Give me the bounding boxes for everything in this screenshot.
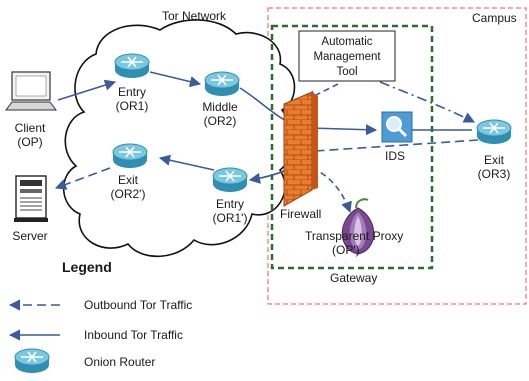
campus-label: Campus: [472, 11, 517, 25]
tor-network-label: Tor Network: [162, 9, 227, 23]
client-sub-label: (OP): [17, 135, 42, 149]
transparent-proxy-sub-label: (OP'): [332, 243, 360, 257]
gateway-label: Gateway: [330, 271, 377, 285]
entry-sub-label: (OR1): [116, 99, 149, 113]
firewall-label: Firewall: [280, 207, 321, 221]
server-icon: [14, 175, 48, 222]
entry-return-label: Entry: [216, 197, 244, 211]
legend-outbound-label: Outbound Tor Traffic: [84, 298, 192, 312]
tor-network-cloud: [62, 19, 296, 258]
router-middle-icon: [204, 71, 240, 97]
router-exit-campus-icon: [476, 119, 512, 145]
entry-return-to-exit-line: [158, 154, 215, 171]
legend-router-icon: [14, 348, 50, 374]
automatic-tool-line2: Management: [313, 51, 381, 63]
router-exit-in-icon: [112, 143, 148, 169]
middle-sub-label: (OR2): [204, 114, 237, 128]
exit-to-server-dashed: [54, 167, 111, 190]
legend-inbound-label: Inbound Tor Traffic: [84, 328, 183, 342]
automatic-tool-line3: Tool: [336, 66, 357, 78]
exit-in-sub-label: (OR2'): [111, 187, 146, 201]
exit-campus-sub-label: (OR3): [478, 167, 511, 181]
router-entry-return-icon: [212, 167, 248, 193]
legend-router-label: Onion Router: [84, 355, 155, 369]
firewall-icon: [283, 91, 318, 207]
onion-icon: [341, 198, 375, 255]
legend-title: Legend: [62, 259, 112, 275]
transparent-proxy-label: Transparent Proxy: [305, 229, 403, 243]
automatic-management-tool-box: [298, 30, 396, 82]
entry-label: Entry: [118, 85, 146, 99]
exit-in-label: Exit: [118, 173, 139, 187]
ids-label: IDS: [385, 149, 405, 163]
tool-to-firewall-dashed: [304, 83, 339, 101]
client-label: Client: [15, 121, 46, 135]
entry-to-middle-line: [149, 71, 202, 88]
router-entry-icon: [114, 53, 150, 79]
laptop-icon: [5, 71, 57, 111]
exit-campus-label: Exit: [484, 153, 505, 167]
exit-to-ids-dashed: [298, 139, 479, 157]
gateway-boundary: [270, 24, 434, 270]
client-to-entry-line: [57, 79, 117, 101]
entry-return-sub-label: (OR1'): [213, 211, 248, 225]
automatic-tool-line1: Automatic: [321, 36, 372, 48]
middle-label: Middle: [202, 100, 238, 114]
ids-icon: [381, 111, 413, 143]
server-label: Server: [12, 229, 47, 243]
